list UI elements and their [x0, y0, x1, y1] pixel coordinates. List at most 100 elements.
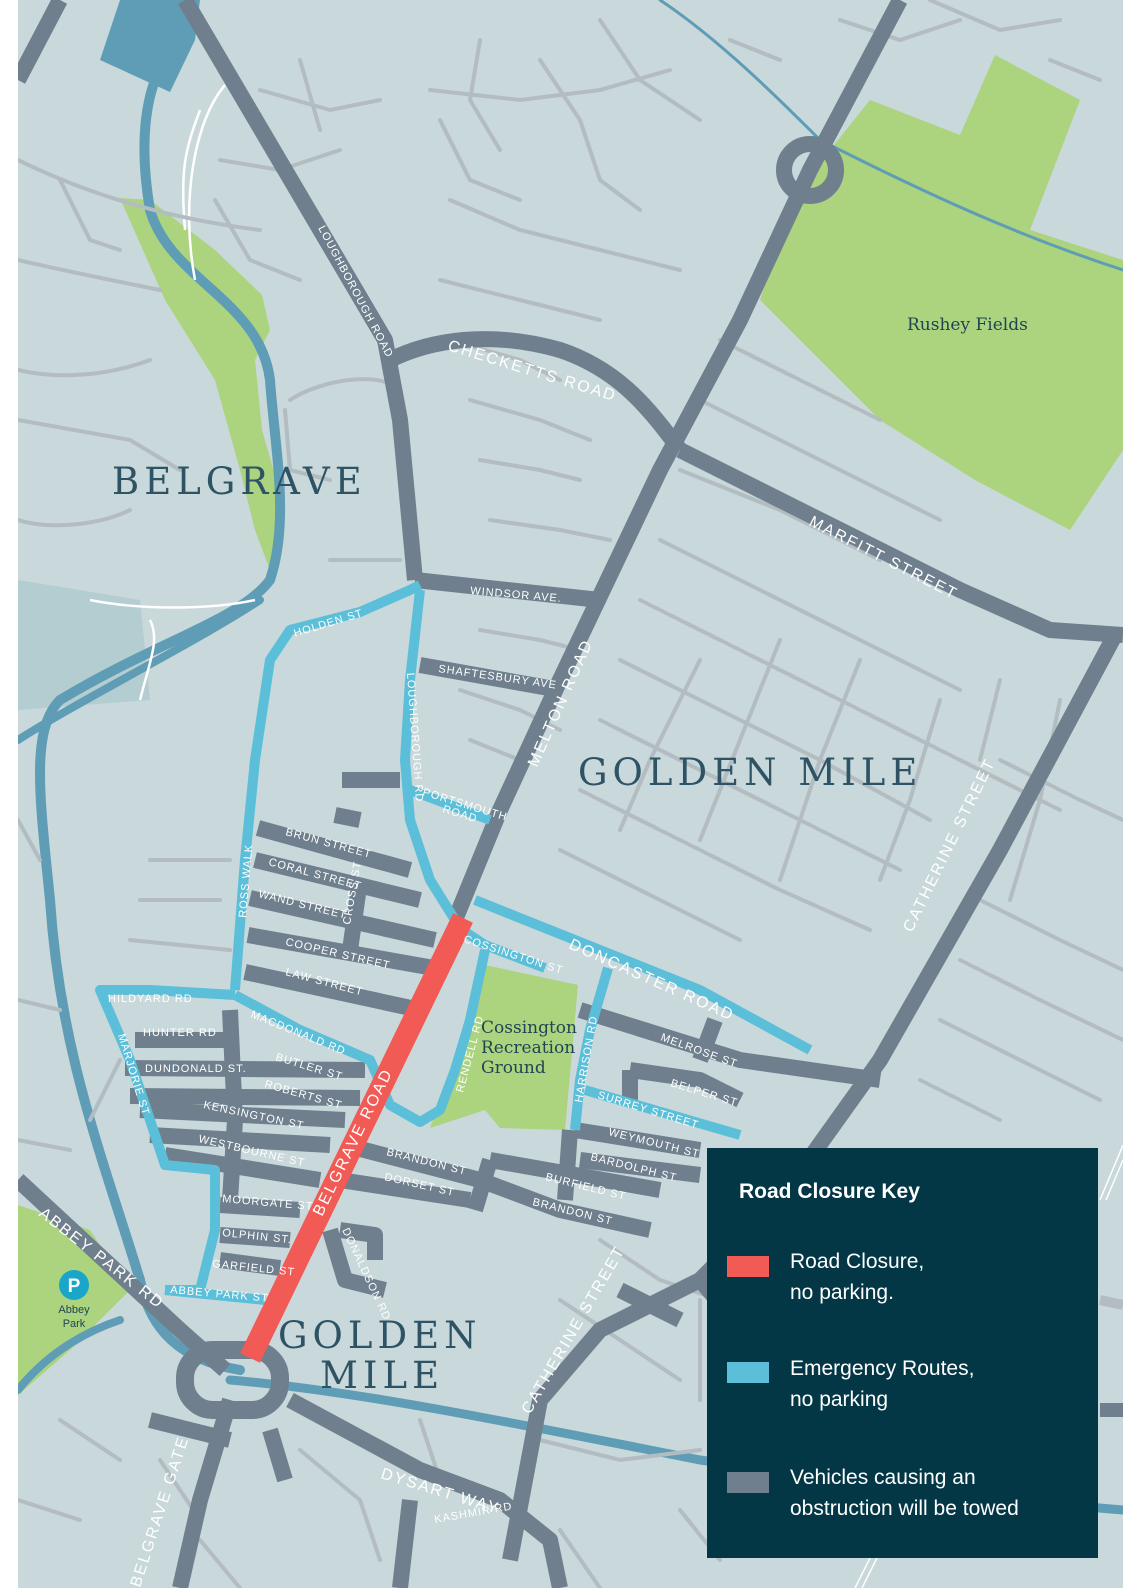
white-path-4 [138, 619, 156, 701]
road-cooper-street [246, 927, 447, 978]
white-path-1 [187, 84, 226, 281]
map-canvas: BELGRAVE GOLDEN MILE GOLDEN MILE Rushey … [18, 0, 1123, 1588]
road-loughborough-road [178, 0, 423, 581]
road-law-street [243, 964, 422, 1018]
road-checketts-road [386, 331, 687, 455]
area-label-golden-mile-south-2: MILE [320, 1354, 444, 1397]
emergency-swatch [727, 1362, 769, 1383]
road-weymouth-st [573, 1122, 702, 1158]
road-roberts-st [139, 1102, 346, 1128]
road-melton-road [447, 0, 908, 924]
road-westbourne-st [163, 1147, 322, 1188]
road-burfield-stub [557, 1129, 578, 1201]
place-label-rushey-fields: Rushey Fields [907, 315, 1028, 335]
road-dysart-way [286, 1392, 568, 1588]
road-marfitt-street [676, 442, 1123, 643]
map[interactable]: BELGRAVE GOLDEN MILE GOLDEN MILE Rushey … [18, 0, 1123, 1588]
road-brun-stub [333, 807, 362, 828]
road-donaldson-rd [322, 1227, 387, 1298]
route-harrison-rd [570, 966, 613, 1131]
road-coral-street [253, 852, 422, 908]
road-label-abbey-park-st: ABBEY PARK ST [170, 1284, 269, 1305]
road-west-diagonal [18, 0, 68, 84]
route-surrey-street [583, 1085, 742, 1140]
route-doncaster-road [473, 895, 813, 1055]
road-bottom-left-2 [262, 1427, 293, 1483]
left-pale-area [18, 580, 150, 710]
white-path-2 [181, 109, 202, 231]
road-windsor-ave [414, 572, 601, 608]
road-label-dundonald-st: DUNDONALD ST. [145, 1063, 247, 1075]
closure-swatch [727, 1256, 769, 1277]
road-melrose-st [577, 1002, 882, 1088]
route-loughborough-rd [400, 589, 460, 923]
parking-icon-letter: P [68, 1276, 81, 1297]
route-hildyard-rd [95, 985, 236, 1295]
river-left-branch [18, 596, 264, 744]
road-label-hildyard-rd: HILDYARD RD [108, 993, 193, 1005]
key-item-line1: Vehicles causing an [790, 1466, 976, 1489]
road-kashmir-rd [392, 1499, 418, 1588]
place-label-abbey: Abbey [58, 1304, 90, 1316]
key-item-line2: no parking [790, 1388, 889, 1411]
area-label-belgrave: BELGRAVE [112, 460, 367, 503]
road-label-melton-road: MELTON ROAD [525, 637, 597, 770]
road-dundonald-st [124, 1060, 366, 1078]
road-label-marfitt-street: MARFITT STREET [806, 513, 960, 603]
road-brun-street [255, 820, 413, 878]
parking-icon [59, 1270, 89, 1300]
road-melrose-stub [692, 1017, 723, 1063]
road-label-shaftesbury-ave: SHAFTESBURY AVE [438, 663, 558, 692]
road-bottom-left [148, 1412, 232, 1448]
road-donaldson-loop [338, 1222, 383, 1260]
road-dorset-st [338, 1172, 472, 1208]
belgrave-road-closure [240, 913, 473, 1363]
road-label-loughborough-road: LOUGHBOROUGH ROAD [315, 224, 395, 360]
cossington-recreation-ground-shape [430, 965, 578, 1130]
area-label-golden-mile-north: GOLDEN MILE [578, 751, 922, 794]
road-label-ross-walk: ROSS WALK [237, 843, 255, 918]
key-item-line2: obstruction will be towed [790, 1497, 1019, 1520]
roundabout-north [776, 136, 844, 204]
towed-swatch [727, 1472, 769, 1493]
river-left-stub [18, 1316, 124, 1394]
key-item-label: Road Closure, no parking. [790, 1246, 1090, 1308]
road-butler-st [129, 1088, 361, 1106]
lake-shape [100, 0, 200, 92]
key-item-label: Emergency Routes, no parking [790, 1353, 1090, 1415]
key-title: Road Closure Key [739, 1180, 920, 1203]
road-bardolph-st [579, 1152, 701, 1183]
route-rendell-rd [232, 948, 490, 1127]
place-label-cossington-1: Cossington [481, 1018, 577, 1038]
key-item-line2: no parking. [790, 1281, 894, 1304]
place-label-park: Park [63, 1318, 86, 1330]
key-item-line1: Road Closure, [790, 1250, 925, 1273]
area-label-golden-mile-south-1: GOLDEN [278, 1314, 482, 1357]
road-label-hunter-rd: HUNTER RD [143, 1027, 217, 1039]
road-brandon-st [342, 1137, 652, 1238]
road-olphin-st [219, 1227, 291, 1248]
place-label-cossington-3: Ground [481, 1058, 546, 1078]
route-holden-st [230, 580, 423, 991]
road-southeast-stub [616, 1282, 684, 1328]
key-item-label: Vehicles causing an obstruction will be … [790, 1462, 1090, 1524]
white-path-3 [89, 598, 256, 609]
road-brandon-joint [467, 1157, 498, 1213]
route-portsmouth-road [408, 785, 492, 825]
road-closure-key: Road Closure Key Road Closure, no parkin… [707, 1148, 1098, 1558]
road-kensington-st [149, 1127, 331, 1153]
belgrave-park [120, 198, 285, 570]
road-burfield-st [488, 1152, 662, 1198]
river-main [35, 35, 286, 1375]
route-abbey-park-st [164, 1285, 266, 1305]
key-item-line1: Emergency Routes, [790, 1357, 975, 1380]
rushey-fields-park [760, 55, 1123, 530]
road-label-macdonald-rd: MACDONALD RD [249, 1009, 347, 1058]
place-label-cossington-2: Recreation [481, 1038, 575, 1058]
road-moorgate-st [219, 1197, 301, 1218]
road-shaftesbury-ave [418, 657, 562, 698]
road-cross-st [342, 878, 368, 952]
road-belper-st [628, 1062, 744, 1108]
road-garfield-st [218, 1252, 282, 1276]
road-wand-street [248, 890, 437, 948]
